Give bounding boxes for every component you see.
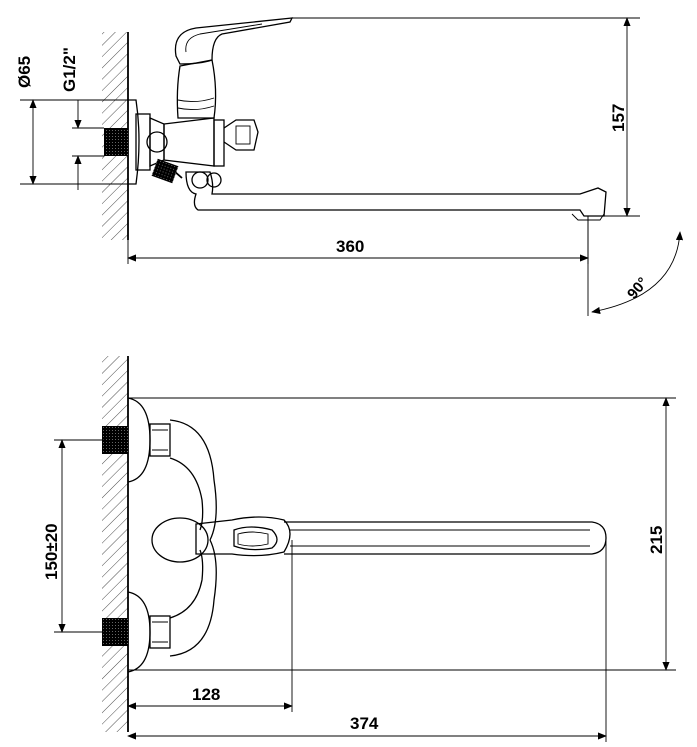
- thread-label: G1/2": [60, 47, 79, 92]
- dim-length-side: 360: [127, 216, 589, 264]
- wall-front: [102, 356, 129, 732]
- height-side-label: 157: [609, 104, 628, 132]
- side-handle-lever: [174, 17, 294, 65]
- dim-handle-offset: 128: [127, 540, 293, 712]
- center-distance-label: 150±20: [42, 523, 61, 580]
- dim-center-distance: 150±20: [42, 439, 104, 633]
- front-spout: [284, 521, 607, 555]
- front-handle: [151, 516, 291, 563]
- total-length-label: 374: [350, 714, 379, 733]
- front-view: 150±20 215 128 374: [42, 356, 676, 742]
- dim-total-length: 374: [127, 538, 607, 742]
- side-faucet-body: [151, 59, 259, 184]
- dim-diameter: Ø65: [15, 56, 128, 185]
- height-front-label: 215: [647, 526, 666, 554]
- handle-offset-label: 128: [192, 685, 220, 704]
- front-upper-connection: [102, 397, 217, 541]
- dim-height-front: 215: [128, 397, 676, 671]
- diameter-label: Ø65: [15, 56, 34, 88]
- length-side-label: 360: [336, 237, 364, 256]
- front-lower-connection: [102, 539, 217, 673]
- dim-height-side: 157: [292, 17, 640, 217]
- angle-label: 90°: [624, 274, 652, 302]
- dim-angle: 90°: [587, 216, 684, 316]
- side-spout: [185, 171, 607, 221]
- dim-thread: G1/2": [60, 47, 104, 190]
- side-view: Ø65 G1/2" 157 360 90°: [15, 17, 684, 316]
